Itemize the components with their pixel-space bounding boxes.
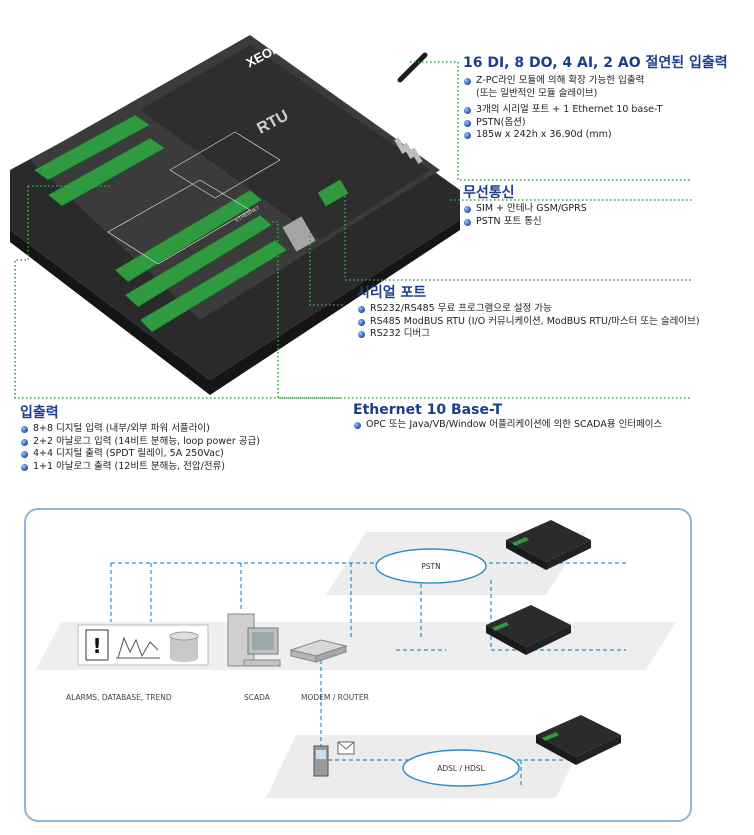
rtu-device-icon xyxy=(506,520,591,570)
io-spec-item: 3개의 시리얼 포트 + 1 Ethernet 10 base-T xyxy=(463,104,728,117)
io-item: 4+4 디지털 출력 (SPDT 릴레이, 5A 250Vac) xyxy=(20,448,260,461)
rtu-device-icon xyxy=(486,605,571,655)
trend-icon xyxy=(116,636,160,659)
database-icon xyxy=(169,631,199,662)
ethernet-title: Ethernet 10 Base-T xyxy=(353,402,503,418)
ethernet-block: Ethernet 10 Base-T OPC 또는 Java/VB/Window… xyxy=(353,402,662,432)
adsl-label: ADSL / HDSL xyxy=(437,764,485,773)
io-item: 1+1 아날로그 출력 (12비트 분해능, 전압/전류) xyxy=(20,461,260,474)
io-spec-block: 16 DI, 8 DO, 4 AI, 2 AO 절연된 입출력 Z-PC라인 모… xyxy=(463,52,728,142)
mobile-phone-icon xyxy=(313,745,329,777)
io-title: 입출력 xyxy=(20,405,59,421)
wireless-title: 무선통신 xyxy=(463,185,515,201)
svg-text:!: ! xyxy=(92,634,101,658)
io-item: 2+2 아날로그 입력 (14비트 분해능, loop power 공급) xyxy=(20,436,260,449)
wireless-item: PSTN 포트 통신 xyxy=(463,216,587,229)
scada-label: SCADA xyxy=(244,693,271,702)
ethernet-item: OPC 또는 Java/VB/Window 어플리케이션에 의한 SCADA용 … xyxy=(353,419,662,432)
alarm-icon: ! xyxy=(85,629,109,661)
wireless-block: 무선통신 SIM + 안테나 GSM/GPRS PSTN 포트 통신 xyxy=(463,182,587,228)
modem-router-icon xyxy=(289,639,348,663)
io-spec-item: Z-PC라인 모듈에 의해 확장 가능한 입출력 (또는 일반적인 모듈 슬레이… xyxy=(463,75,728,100)
serial-item: RS485 ModBUS RTU (I/O 커뮤니케이션, ModBUS RTU… xyxy=(357,316,700,329)
envelope-icon xyxy=(337,741,355,755)
modem-label: MODEM / ROUTER xyxy=(301,693,369,702)
network-diagram: PSTN ADSL / HDSL ! xyxy=(24,508,692,822)
serial-block: 시리얼 포트 RS232/RS485 무료 프로그램으로 설정 가능 RS485… xyxy=(357,282,700,341)
io-spec-title: 16 DI, 8 DO, 4 AI, 2 AO 절연된 입출력 xyxy=(463,55,728,71)
wireless-item: SIM + 안테나 GSM/GPRS xyxy=(463,203,587,216)
io-spec-item: PSTN(옵션) xyxy=(463,117,728,130)
pstn-label: PSTN xyxy=(421,562,440,571)
io-item: 8+8 디지털 입력 (내부/외부 파워 서플라이) xyxy=(20,423,260,436)
alarms-label: ALARMS, DATABASE, TREND xyxy=(66,693,172,702)
rtu-device-image: XEONET RTU ETHERNET xyxy=(10,32,460,395)
serial-item: RS232/RS485 무료 프로그램으로 설정 가능 xyxy=(357,303,700,316)
scada-computer-icon xyxy=(227,613,281,667)
io-block: 입출력 8+8 디지털 입력 (내부/외부 파워 서플라이) 2+2 아날로그 … xyxy=(20,402,260,473)
network-diagram-svg: PSTN ADSL / HDSL ! xyxy=(36,520,676,798)
rtu-device-icon xyxy=(536,715,621,765)
serial-title: 시리얼 포트 xyxy=(357,285,427,301)
serial-item: RS232 디버그 xyxy=(357,328,700,341)
io-spec-item: 185w x 242h x 36.90d (mm) xyxy=(463,129,728,142)
callout-lines xyxy=(14,61,692,399)
